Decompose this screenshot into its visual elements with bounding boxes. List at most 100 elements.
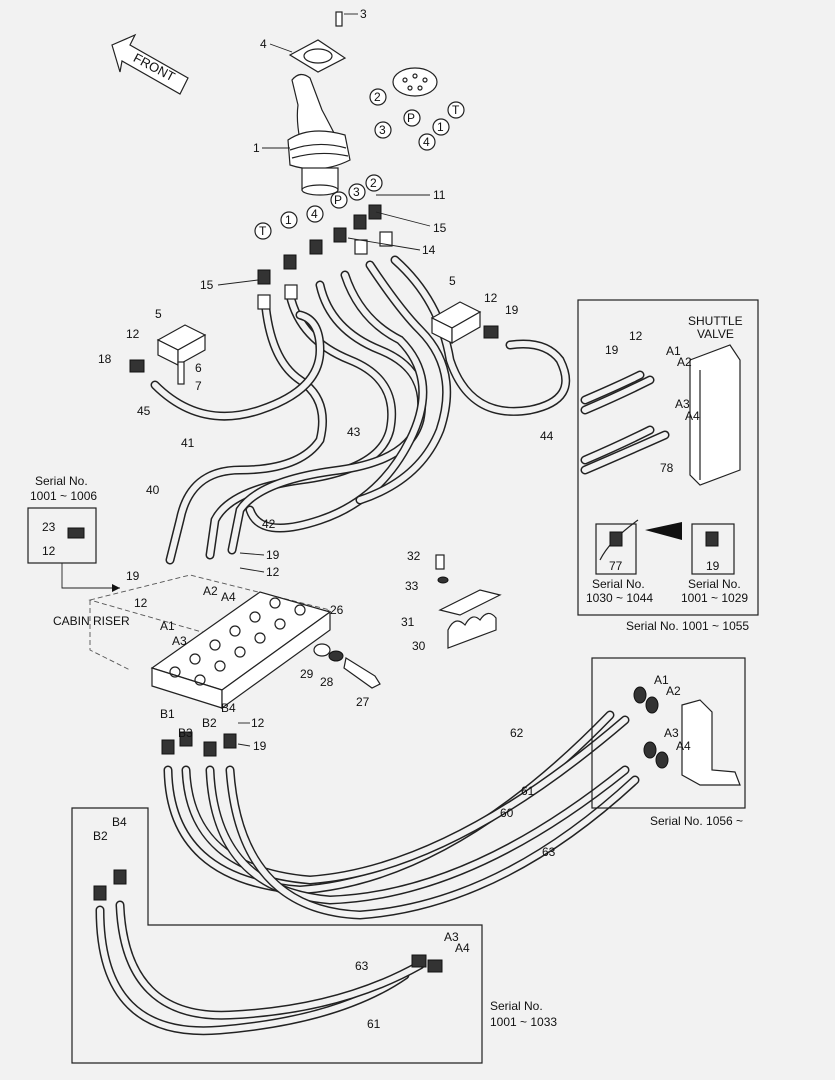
callout-28: 28 <box>320 675 334 689</box>
port-a2-m: A2 <box>203 584 218 598</box>
callouts: 3 4 1 11 15 14 15 5 12 19 5 12 18 6 7 45… <box>42 7 720 1031</box>
callout-1: 1 <box>253 141 260 155</box>
callout-63b: 63 <box>355 959 369 973</box>
serial3-line2: 1030 ~ 1044 <box>586 591 653 605</box>
circ-t-b: T <box>259 224 267 238</box>
callout-12g: 12 <box>629 329 643 343</box>
callout-32: 32 <box>407 549 421 563</box>
port-a3-b: A3 <box>444 930 459 944</box>
port-a4-sv: A4 <box>685 409 700 423</box>
shuttle-valve-box <box>577 299 759 616</box>
circ-3b: 3 <box>353 185 360 199</box>
callout-6: 6 <box>195 361 202 375</box>
serial4-line1: Serial No. <box>688 577 741 591</box>
callout-12b: 12 <box>126 327 140 341</box>
circ-1a: 1 <box>437 120 444 134</box>
serial5-label: Serial No. 1056 ~ <box>650 814 743 828</box>
text-labels: SHUTTLE VALVE Serial No. 1001 ~ 1006 CAB… <box>30 314 749 1029</box>
callout-29: 29 <box>300 667 314 681</box>
callout-26: 26 <box>330 603 344 617</box>
bracket-clamp <box>435 554 502 649</box>
callout-40: 40 <box>146 483 160 497</box>
port-b1: B1 <box>160 707 175 721</box>
port-b4: B4 <box>221 701 236 715</box>
callout-15a: 15 <box>433 221 447 235</box>
port-a2-r: A2 <box>666 684 681 698</box>
circ-2b: 2 <box>370 176 377 190</box>
callout-60: 60 <box>500 806 514 820</box>
callout-41: 41 <box>181 436 195 450</box>
port-labels: A1 A2 A3 A4 A2 A4 A1 A3 B1 B4 B2 B3 A1 A… <box>93 344 700 955</box>
callout-30: 30 <box>412 639 426 653</box>
callout-43: 43 <box>347 425 361 439</box>
callout-19d: 19 <box>253 739 267 753</box>
callout-12c: 12 <box>42 544 56 558</box>
port-a4-r: A4 <box>676 739 691 753</box>
manifold <box>88 574 332 710</box>
callout-19a: 19 <box>505 303 519 317</box>
circ-p-a: P <box>407 111 415 125</box>
callout-19f: 19 <box>706 559 720 573</box>
serial6-line2: 1001 ~ 1033 <box>490 1015 557 1029</box>
callout-12f: 12 <box>251 716 265 730</box>
port-b2-b: B2 <box>93 829 108 843</box>
port-a3-sv: A3 <box>675 397 690 411</box>
callout-4: 4 <box>260 37 267 51</box>
callout-5b: 5 <box>155 307 162 321</box>
front-arrow: FRONT <box>111 33 189 95</box>
circ-p-b: P <box>334 193 342 207</box>
callout-33: 33 <box>405 579 419 593</box>
callout-11: 11 <box>433 188 446 202</box>
serial-box-right <box>591 657 746 809</box>
callout-44: 44 <box>540 429 554 443</box>
callout-31: 31 <box>401 615 415 629</box>
upper-hoses <box>150 255 571 565</box>
joystick-fittings <box>257 204 393 310</box>
callout-15b: 15 <box>200 278 214 292</box>
serial1-line2: 1001 ~ 1006 <box>30 489 97 503</box>
callout-27: 27 <box>356 695 370 709</box>
circled-labels: 2 3 P 4 1 T T 1 4 P 3 2 <box>254 88 465 240</box>
port-a3-r: A3 <box>664 726 679 740</box>
callout-23: 23 <box>42 520 56 534</box>
callout-19e: 19 <box>605 343 619 357</box>
serial-box-bottom <box>71 807 483 1064</box>
shuttle-valve-line1: SHUTTLE <box>688 314 743 328</box>
serial2-label: Serial No. 1001 ~ 1055 <box>626 619 749 633</box>
block-left <box>129 324 207 385</box>
callout-18: 18 <box>98 352 112 366</box>
callout-14: 14 <box>422 243 436 257</box>
port-b3: B3 <box>178 726 193 740</box>
callout-7: 7 <box>195 379 202 393</box>
callout-12a: 12 <box>484 291 498 305</box>
serial6-line1: Serial No. <box>490 999 543 1013</box>
circ-t-a: T <box>452 103 460 117</box>
cabin-riser-label: CABIN RISER <box>53 614 130 628</box>
callout-61a: 61 <box>521 784 535 798</box>
callout-5a: 5 <box>449 274 456 288</box>
joystick <box>287 11 438 196</box>
callout-77: 77 <box>609 559 623 573</box>
callout-12e: 12 <box>134 596 148 610</box>
port-a2-sv: A2 <box>677 355 692 369</box>
port-a1-m: A1 <box>160 619 175 633</box>
serial-box-small <box>27 507 120 592</box>
serial4-line2: 1001 ~ 1029 <box>681 591 748 605</box>
callout-62: 62 <box>510 726 524 740</box>
callout-42: 42 <box>262 517 276 531</box>
circ-4a: 4 <box>423 135 430 149</box>
callout-3: 3 <box>360 7 367 21</box>
circ-3a: 3 <box>379 123 386 137</box>
circ-4b: 4 <box>311 207 318 221</box>
port-a4-b: A4 <box>455 941 470 955</box>
lower-hoses <box>161 710 640 920</box>
callout-61b: 61 <box>367 1017 381 1031</box>
callout-45: 45 <box>137 404 151 418</box>
circ-1b: 1 <box>285 213 292 227</box>
port-a4-m: A4 <box>221 590 236 604</box>
callout-12d: 12 <box>266 565 280 579</box>
serial3-line1: Serial No. <box>592 577 645 591</box>
callout-19c: 19 <box>126 569 140 583</box>
